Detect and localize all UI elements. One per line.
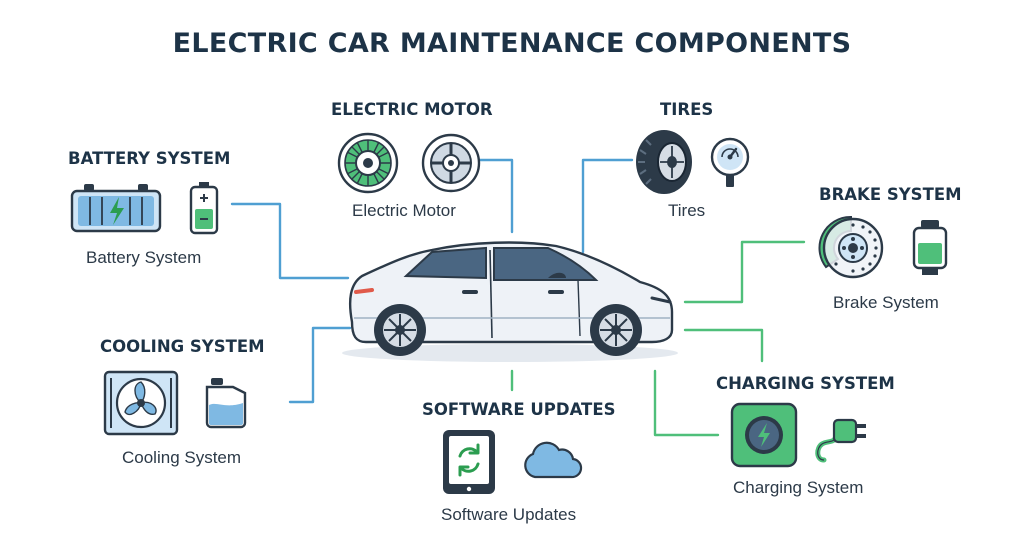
electric-car-illustration bbox=[342, 241, 678, 362]
connector-cooling bbox=[288, 326, 352, 404]
connector-charging-b bbox=[653, 369, 720, 437]
cooling-system-caption: Cooling System bbox=[122, 448, 242, 467]
motor-stator-icon bbox=[337, 132, 399, 194]
software-updates-heading: SOFTWARE UPDATES bbox=[422, 400, 616, 419]
electric-motor-caption: Electric Motor bbox=[352, 201, 456, 220]
electric-motor-heading: ELECTRIC MOTOR bbox=[331, 100, 493, 119]
motor-rotor-icon bbox=[421, 133, 481, 193]
cooling-system-heading: COOLING SYSTEM bbox=[100, 337, 265, 356]
tires-heading: TIRES bbox=[660, 100, 714, 119]
battery-system-heading: BATTERY SYSTEM bbox=[68, 149, 231, 168]
tire-icon bbox=[636, 130, 692, 194]
connector-brakes bbox=[683, 240, 806, 304]
charging-system-caption: Charging System bbox=[733, 478, 864, 497]
charging-plug-icon bbox=[815, 418, 866, 463]
battery-level-icon bbox=[189, 182, 219, 235]
page-title: ELECTRIC CAR MAINTENANCE COMPONENTS bbox=[172, 28, 852, 59]
brake-disc-icon bbox=[818, 215, 884, 279]
cloud-icon bbox=[524, 441, 583, 479]
connector-tires bbox=[581, 158, 634, 254]
coolant-reservoir-icon bbox=[205, 378, 247, 429]
tires-caption: Tires bbox=[668, 201, 706, 220]
charging-system-heading: CHARGING SYSTEM bbox=[716, 374, 895, 393]
battery-system-caption: Battery System bbox=[86, 248, 202, 267]
charging-station-icon bbox=[730, 402, 798, 468]
software-updates-caption: Software Updates bbox=[441, 505, 577, 524]
brake-system-caption: Brake System bbox=[833, 293, 939, 312]
connector-charging-a bbox=[683, 328, 764, 363]
brake-fluid-icon bbox=[912, 220, 948, 275]
battery-pack-icon bbox=[70, 184, 162, 233]
radiator-fan-icon bbox=[103, 370, 179, 436]
tablet-sync-icon bbox=[443, 430, 495, 494]
pressure-gauge-icon bbox=[710, 137, 750, 187]
brake-system-heading: BRAKE SYSTEM bbox=[819, 185, 962, 204]
connector-battery bbox=[230, 202, 350, 280]
